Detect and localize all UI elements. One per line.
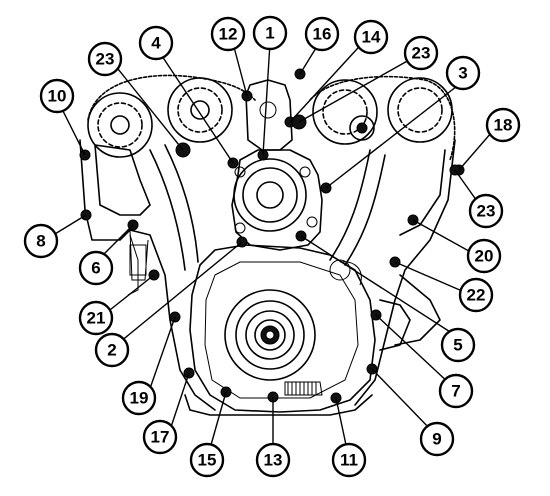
callout-1-label: 1 [265, 24, 274, 43]
callout-2: 2 [94, 332, 130, 368]
callout-23-right: 23 [468, 193, 504, 229]
leader-lines [49, 31, 499, 460]
callout-9-label: 9 [432, 430, 441, 449]
engine-drawing [79, 74, 456, 416]
callout-23-top-right: 23 [403, 35, 439, 71]
callout-1: 1 [252, 15, 288, 51]
callout-22-label: 22 [467, 286, 486, 305]
callout-6: 6 [78, 250, 114, 286]
callout-5: 5 [440, 327, 476, 363]
callout-23-left-label: 23 [96, 50, 115, 69]
callout-6-label: 6 [91, 259, 100, 278]
callout-16: 16 [304, 16, 340, 52]
callout-18: 18 [485, 107, 521, 143]
callout-14-label: 14 [362, 28, 381, 47]
callout-17: 17 [142, 419, 178, 455]
crankshaft-balancer [224, 289, 316, 381]
callout-20: 20 [466, 238, 502, 274]
water-pump-housing [231, 149, 323, 251]
callout-21: 21 [78, 300, 114, 336]
callout-16-label: 16 [313, 25, 332, 44]
callout-14: 14 [353, 19, 389, 55]
callout-23-right-label: 23 [477, 202, 496, 221]
callouts: 1 2 3 4 5 6 7 8 [23, 15, 521, 478]
callout-15: 15 [189, 442, 225, 478]
callout-5-label: 5 [453, 336, 462, 355]
callout-15-label: 15 [198, 451, 217, 470]
callout-4-label: 4 [151, 34, 161, 53]
callout-23-top-right-label: 23 [412, 44, 431, 63]
callout-8-label: 8 [36, 232, 45, 251]
callout-2-label: 2 [107, 341, 116, 360]
callout-11: 11 [331, 442, 367, 478]
callout-21-label: 21 [87, 309, 106, 328]
callout-20-label: 20 [475, 247, 494, 266]
callout-4: 4 [138, 25, 174, 61]
callout-8: 8 [23, 223, 59, 259]
callout-10: 10 [39, 78, 75, 114]
callout-9: 9 [419, 421, 455, 457]
callout-3: 3 [445, 55, 481, 91]
callout-7: 7 [438, 373, 474, 409]
callout-12: 12 [210, 16, 246, 52]
callout-19-label: 19 [130, 389, 149, 408]
callout-18-label: 18 [494, 116, 513, 135]
bolts [79, 68, 465, 404]
callout-17-label: 17 [151, 428, 170, 447]
callout-12-label: 12 [219, 25, 238, 44]
callout-22: 22 [458, 277, 494, 313]
callout-11-label: 11 [340, 451, 358, 470]
callout-7-label: 7 [451, 382, 460, 401]
callout-10-label: 10 [48, 87, 67, 106]
callout-19: 19 [121, 380, 157, 416]
right-cam-sprocket [312, 77, 453, 145]
callout-23-left: 23 [87, 41, 123, 77]
callout-13: 13 [255, 442, 291, 478]
callout-3-label: 3 [458, 64, 467, 83]
callout-13-label: 13 [264, 451, 283, 470]
